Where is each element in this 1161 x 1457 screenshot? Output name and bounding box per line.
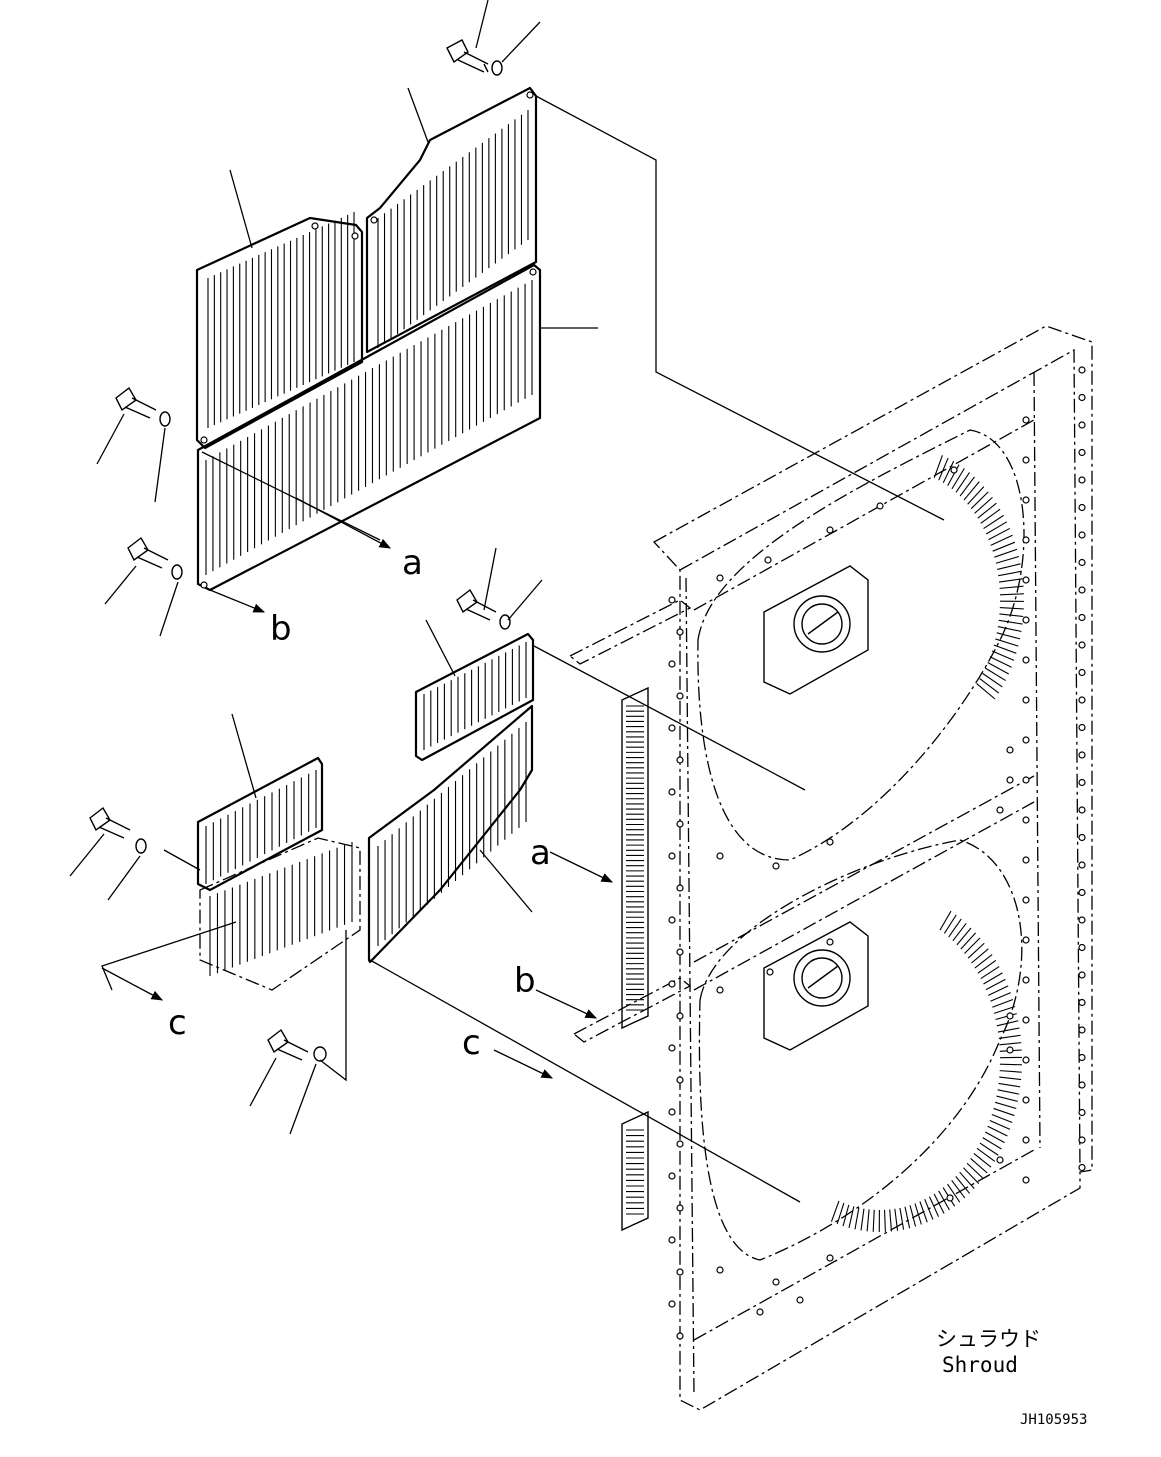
bolt-icon: [127, 536, 169, 569]
washer-icon: [499, 614, 511, 630]
frame-bolt-holes: [668, 366, 1086, 1340]
bolt-icon: [267, 1028, 309, 1061]
callout-a-upper: a: [402, 543, 423, 583]
washer-icon: [135, 838, 147, 854]
washer-icon: [491, 60, 503, 76]
bolt-icon: [115, 386, 157, 419]
bolt-icon: [456, 588, 497, 621]
middle-wide-guard-panel: [196, 263, 542, 592]
shroud-frame: [568, 325, 1093, 1411]
lower-left-small-guard-panel: [196, 756, 324, 892]
leader-lines: [69, 0, 945, 1203]
lower-shaped-guard-panel: [367, 704, 534, 964]
washer-icon: [159, 411, 171, 427]
callout-a-frame: a: [530, 833, 551, 873]
washer-icon: [171, 564, 183, 580]
callout-b-frame: b: [514, 961, 536, 1001]
bolt-icon: [89, 806, 131, 839]
drawing-id: JH105953: [1020, 1412, 1087, 1428]
shroud-label-japanese: シュラウド: [936, 1327, 1041, 1351]
callout-b-upper: b: [270, 609, 292, 649]
upper-right-guard-panel: [365, 86, 538, 354]
lower-small-top-guard-panel: [414, 632, 535, 762]
shroud-label-english: Shroud: [942, 1353, 1018, 1377]
upper-left-guard-panel: [195, 212, 364, 450]
lower-box-guard-panel: [199, 837, 361, 991]
washer-icon: [313, 1046, 327, 1062]
arrow-icon: [101, 497, 614, 1079]
callout-c-frame: c: [462, 1023, 481, 1063]
bolt-icon: [446, 39, 489, 73]
callout-c-lower: c: [168, 1003, 187, 1043]
